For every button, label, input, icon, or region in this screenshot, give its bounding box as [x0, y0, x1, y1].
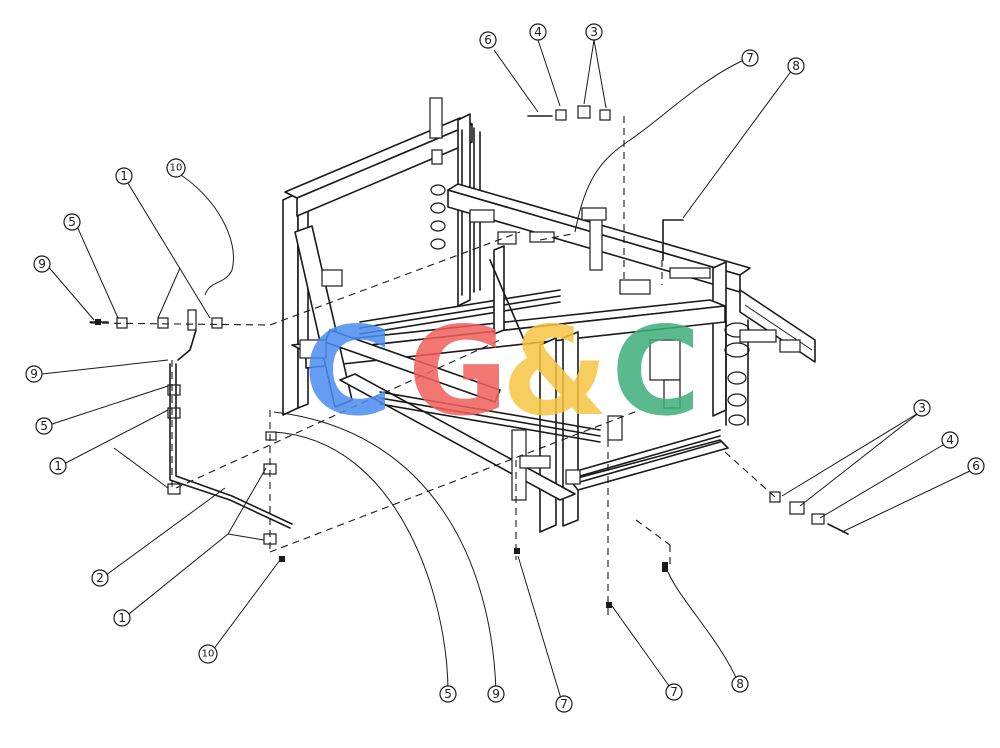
callout-2-left: 2 [91, 569, 109, 587]
callout-label: 3 [590, 25, 598, 39]
callout-9-left: 9 [25, 365, 43, 383]
callout-1-lower-left: 1 [113, 609, 131, 627]
callout-1-upper-left: 1 [115, 167, 133, 185]
callout-5-bottom: 5 [439, 685, 457, 703]
callout-label: 10 [202, 649, 215, 660]
callout-label: 6 [972, 459, 980, 473]
callout-label: 7 [746, 51, 754, 65]
callout-7-bottom-right: 7 [665, 683, 683, 701]
callout-label: 7 [560, 697, 568, 711]
callout-label: 5 [40, 419, 48, 433]
callout-label: 8 [736, 677, 744, 691]
callout-5-upper-left: 5 [63, 213, 81, 231]
callout-label: 1 [118, 611, 126, 625]
callout-9-upper-left: 9 [33, 255, 51, 273]
callout-label: 9 [38, 257, 46, 271]
callout-label: 1 [120, 169, 128, 183]
watermark-letter-c2: C [611, 301, 701, 443]
callout-label: 10 [170, 163, 183, 174]
callout-8-bottom: 8 [731, 675, 749, 693]
callout-label: 4 [534, 25, 542, 39]
callout-label: 4 [946, 433, 954, 447]
callout-3-right: 3 [913, 399, 931, 417]
watermark-letter-ampersand: & [502, 301, 608, 443]
watermark-logo: C G & C [303, 301, 701, 443]
callout-label: 2 [96, 571, 104, 585]
callout-1-left: 1 [49, 457, 67, 475]
callout-label: 6 [484, 33, 492, 47]
callout-label: 7 [670, 685, 678, 699]
callout-label: 5 [444, 687, 452, 701]
watermark-letter-c1: C [303, 301, 393, 443]
callout-6-right: 6 [967, 457, 985, 475]
callout-label: 8 [792, 59, 800, 73]
callout-7-top: 7 [741, 49, 759, 67]
callout-10-left: 10 [166, 158, 186, 178]
callout-label: 1 [54, 459, 62, 473]
callout-6-top: 6 [479, 31, 497, 49]
callout-label: 9 [492, 687, 500, 701]
callout-3-top: 3 [585, 23, 603, 41]
callout-7-bottom-mid: 7 [555, 695, 573, 713]
callout-4-top: 4 [529, 23, 547, 41]
callout-10-bottom: 10 [198, 644, 218, 664]
callout-label: 9 [30, 367, 38, 381]
frame-assembly [282, 97, 816, 533]
callout-5-left: 5 [35, 417, 53, 435]
callout-4-right: 4 [941, 431, 959, 449]
callout-label: 3 [918, 401, 926, 415]
leader-lines [41, 39, 973, 703]
callout-9-bottom: 9 [487, 685, 505, 703]
callout-label: 5 [68, 215, 76, 229]
callout-8-top: 8 [787, 57, 805, 75]
watermark-letter-g: G [408, 301, 508, 443]
